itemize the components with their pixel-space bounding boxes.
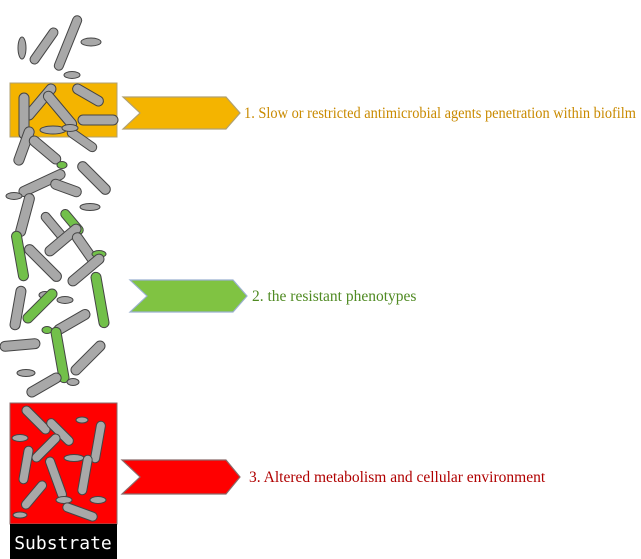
bacterium-icon <box>28 135 62 165</box>
chevron-arrow-icon <box>128 279 248 313</box>
bacterium-icon <box>66 378 80 386</box>
substrate-label: Substrate <box>14 533 112 554</box>
resistant-bacterium-icon <box>11 230 29 282</box>
bacterium-icon <box>53 15 83 71</box>
bacterium-icon <box>9 285 27 331</box>
bacterium-icon <box>5 192 23 200</box>
bacteria-cells <box>0 15 119 522</box>
bacterium-icon <box>77 114 119 126</box>
bacterium-icon <box>0 338 41 352</box>
bacterium-icon <box>63 71 81 79</box>
resistant-bacterium-icon <box>90 271 110 329</box>
bacterium-icon <box>79 203 101 211</box>
bacterium-icon <box>21 405 51 435</box>
mechanism-1-label: 1. Slow or restricted antimicrobial agen… <box>244 105 636 122</box>
bacterium-icon <box>18 445 34 485</box>
resistant-bacterium-icon <box>22 288 58 324</box>
bacterium-icon <box>24 244 62 282</box>
chevron-arrow-icon <box>120 459 241 495</box>
mechanism-2-label: 2. the resistant phenotypes <box>252 288 416 305</box>
bacterium-icon <box>77 454 93 496</box>
bacterium-icon <box>63 454 85 462</box>
bacterium-icon <box>72 83 104 107</box>
bacterium-icon <box>90 420 106 464</box>
bacterium-icon <box>16 369 36 377</box>
bacterium-icon <box>55 496 73 504</box>
resistant-bacterium-icon <box>56 161 68 169</box>
bacterium-icon <box>77 161 111 195</box>
bacterium-icon <box>31 433 61 463</box>
bacterium-icon <box>44 223 82 257</box>
bacterium-icon <box>61 124 79 132</box>
chevron-arrow-icon <box>121 96 241 130</box>
bacterium-icon <box>50 178 82 198</box>
bacterium-icon <box>56 296 74 304</box>
bacterium-icon <box>29 27 59 65</box>
bacterium-icon <box>13 126 35 166</box>
bacterium-icon <box>89 496 107 504</box>
resistant-bacterium-icon <box>50 326 70 384</box>
bacterium-icon <box>70 340 106 376</box>
mechanism-3-label: 3. Altered metabolism and cellular envir… <box>249 469 546 486</box>
bacterium-icon <box>11 434 29 442</box>
bacterium-icon <box>17 36 27 60</box>
resistant-bacterium-icon <box>41 326 53 334</box>
bacterium-icon <box>67 253 105 287</box>
bacterium-icon <box>75 416 89 424</box>
bacterium-icon <box>80 37 102 47</box>
substrate-bar <box>10 524 117 559</box>
bacterium-icon <box>12 511 28 519</box>
bacterium-icon <box>26 372 62 398</box>
bacterium-icon <box>20 480 48 510</box>
bacterium-icon <box>62 502 98 522</box>
